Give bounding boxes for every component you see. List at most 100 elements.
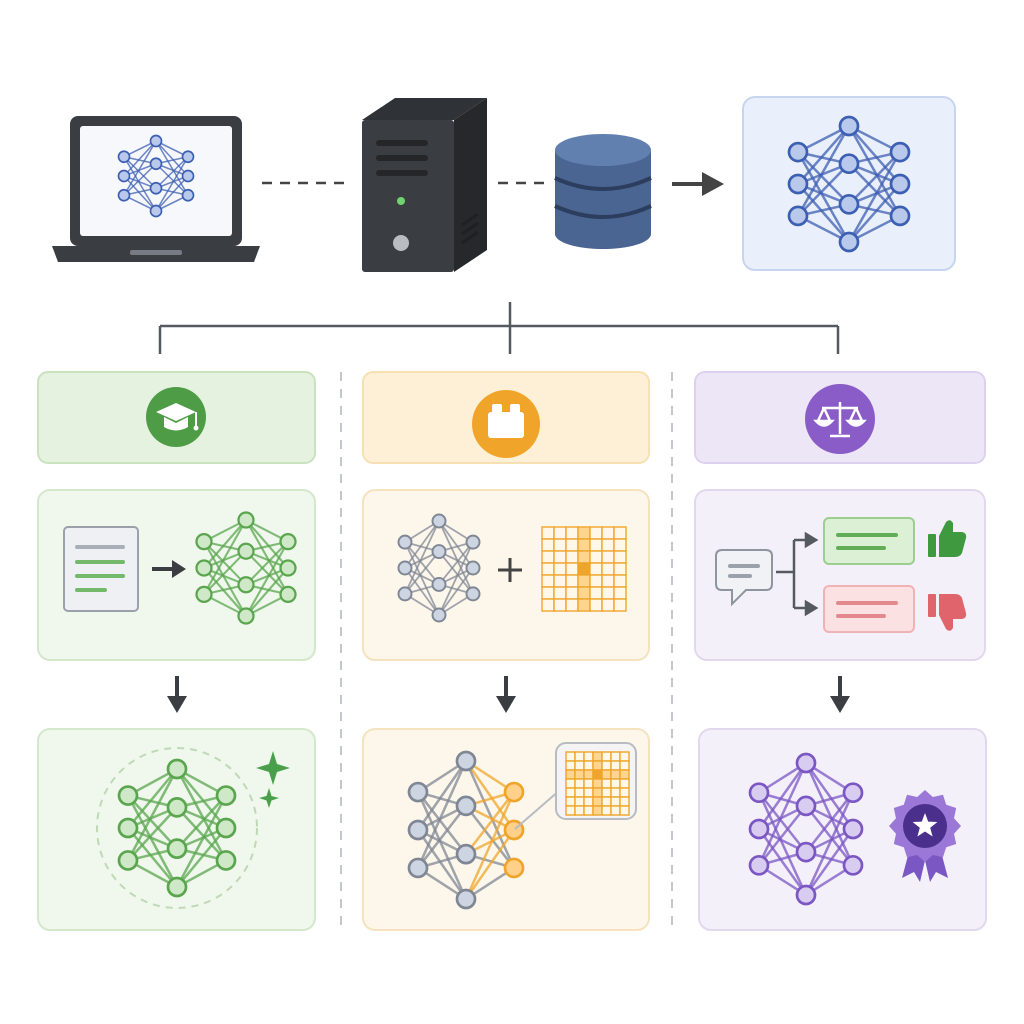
network-edge [416,791,468,900]
grid-cell [619,751,630,762]
grid-cell [541,550,555,564]
network-node [842,818,864,840]
network-edge [127,827,178,888]
network-edge [176,806,227,862]
callout-line [514,789,561,830]
network-edge [416,829,468,900]
network-node [503,857,525,879]
network-node [181,188,195,202]
network-edge [757,762,808,866]
stage-header-orange [362,371,650,464]
network-edge [203,540,247,586]
grid-cell [574,760,585,771]
grid-cell [574,778,585,789]
network-edge [126,768,179,862]
network-edge [245,541,289,617]
network-edge [797,162,850,217]
network-edge [848,151,901,206]
grid-cell [565,586,579,600]
network-edge [155,156,189,212]
network-edge [758,791,807,853]
grid-cell [601,562,615,576]
grid-matrix-icon [541,526,627,612]
stage-header-purple [694,371,986,464]
grid-cell [565,550,579,564]
grid-cell [601,751,612,762]
network-node [397,560,413,576]
grid-cell [589,526,603,540]
network-edge [126,794,179,888]
rejected-response-card [823,585,915,633]
grid-cell [589,586,603,600]
network-node [795,841,817,863]
grid-cell [601,598,615,612]
network-edge [245,540,289,586]
network-edge [805,791,854,853]
grid-cell [565,769,576,780]
network-node [787,205,809,227]
network-node [237,576,255,594]
network-edge [804,828,855,896]
network-node [503,781,525,803]
network-node [838,231,860,253]
network-edge [797,151,850,206]
network-edge [464,829,516,900]
grid-cell [601,526,615,540]
network-edge [176,794,227,850]
network-node [465,534,481,550]
grid-cell [619,796,630,807]
network-edge [155,175,189,212]
network-node [397,534,413,550]
grid-cell [619,760,630,771]
network-node [237,511,255,529]
network-node [149,157,163,171]
network-edge [203,541,247,617]
network-edge [245,567,289,617]
network-node [842,854,864,876]
network-edge [847,125,902,217]
stage-header-green [37,371,316,464]
chat-bubble-icon [715,549,773,607]
network-node [431,544,447,560]
grid-cell [601,760,612,771]
laptop-icon [52,116,260,262]
database-icon [554,134,652,249]
grid-cell [577,538,591,552]
grid-cell [613,526,627,540]
grid-cell [553,526,567,540]
neural-network-icon [787,115,911,253]
network-edge [155,140,189,177]
network-node [838,115,860,137]
green-output-card [37,728,316,931]
network-node [407,819,429,841]
grid-cell [565,562,579,576]
network-edge [404,550,440,595]
grid-cell [613,586,627,600]
orange-output-card [362,728,650,931]
network-node [166,758,188,780]
network-node [465,586,481,602]
grid-cell [592,760,603,771]
network-edge [464,791,516,900]
network-edge [127,768,178,829]
document-icon [63,526,139,612]
network-node [149,204,163,218]
grid-cell [610,787,621,798]
grid-cell [589,550,603,564]
network-edge [416,760,468,831]
network-node [795,884,817,906]
grid-cell [601,778,612,789]
network-edge [123,140,157,196]
network-node [117,188,131,202]
network-edge [245,519,289,569]
network-node [397,586,413,602]
network-node [117,785,139,806]
grid-cell [601,538,615,552]
network-node [748,782,770,804]
grid-cell [592,796,603,807]
network-node [237,607,255,625]
network-edge [758,805,807,867]
grid-cell [610,796,621,807]
network-edge [464,760,516,831]
grid-cell [565,598,579,612]
